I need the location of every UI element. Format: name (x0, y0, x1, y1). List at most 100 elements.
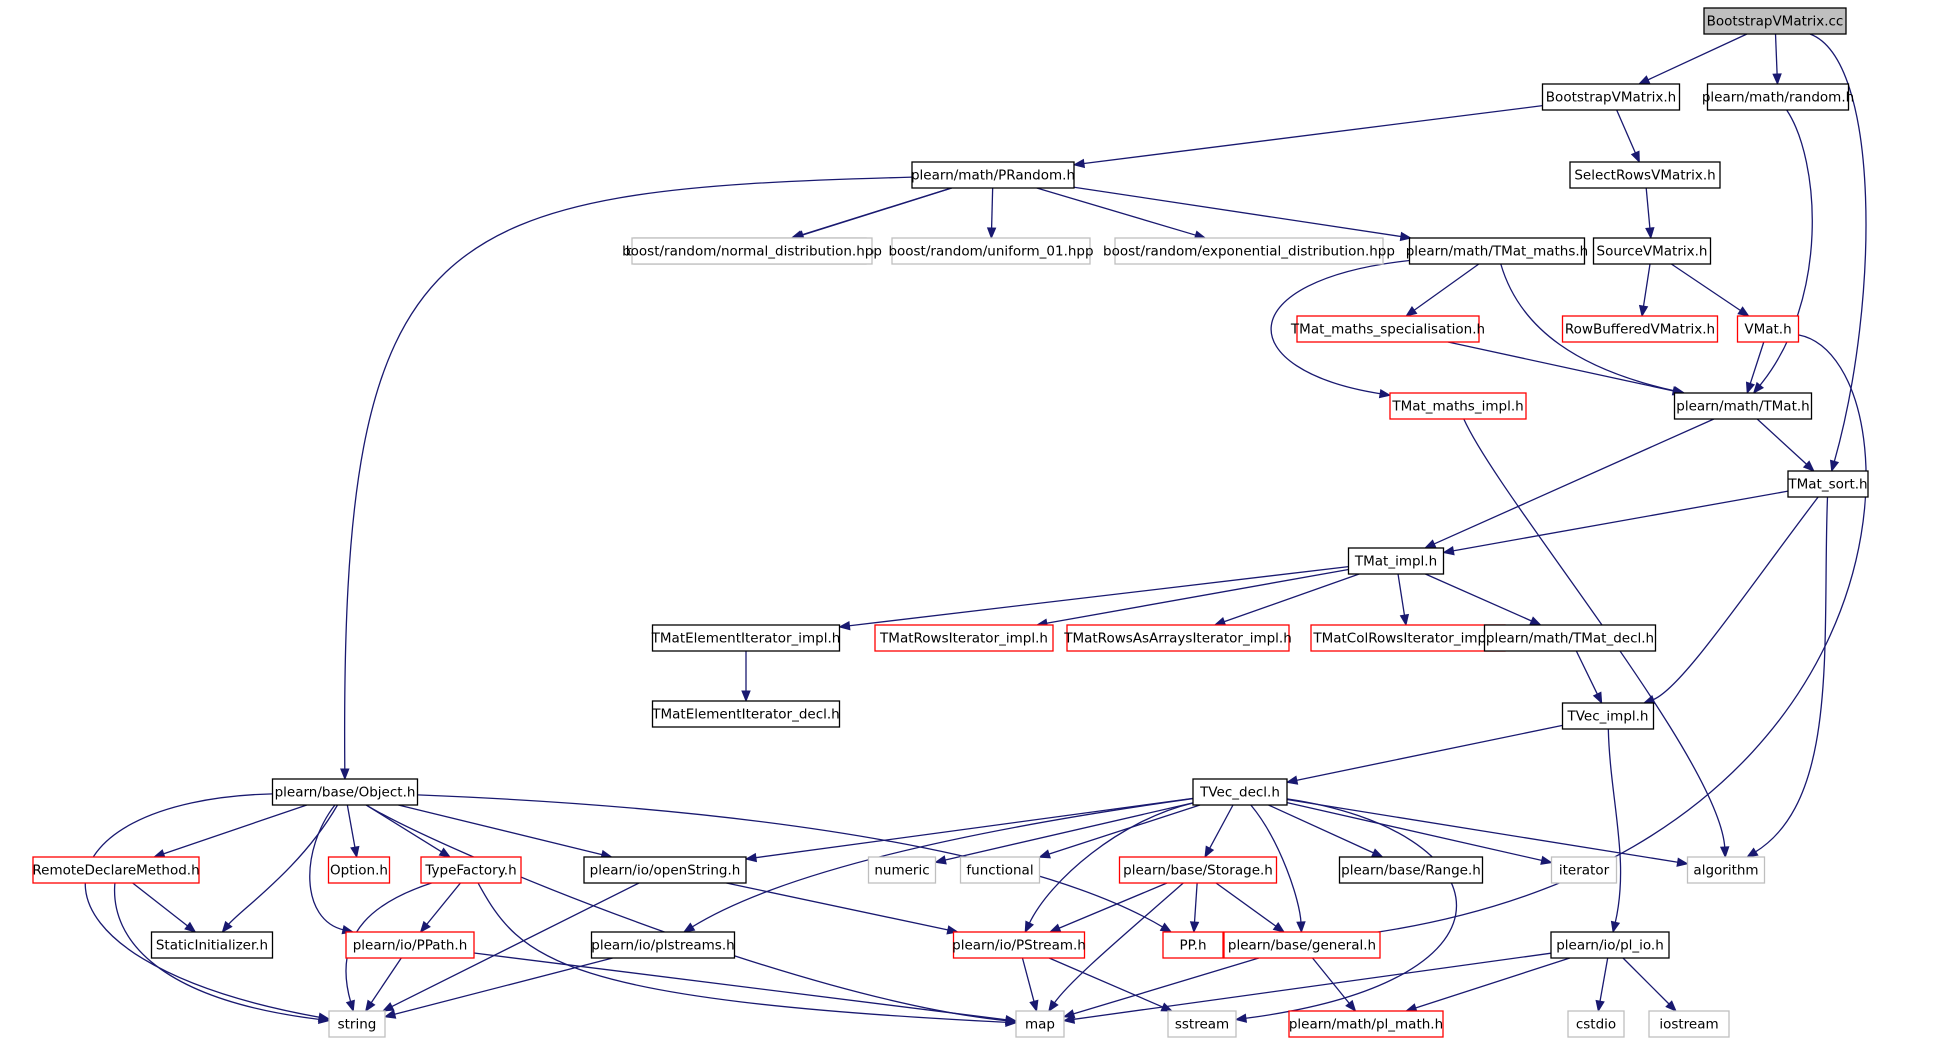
node-box (1066, 624, 1290, 652)
node-box (1673, 392, 1813, 420)
edge-arrowhead (1272, 922, 1286, 933)
node-plearn-io-ppath-h[interactable]: plearn/io/PPath.h (345, 931, 475, 959)
node-box (1408, 237, 1586, 265)
node-tmat-maths-specialisation-h[interactable]: TMat_maths_specialisation.h (1290, 315, 1485, 343)
node-plearn-io-pl-io-h[interactable]: plearn/io/pl_io.h (1550, 931, 1670, 959)
node-box (1541, 83, 1681, 111)
node-label: TMatRowsIterator_impl.h (879, 631, 1048, 647)
edge-line (1809, 33, 1867, 463)
edge-plearn-base-storage-h-to-plearn-base-general-h (1215, 882, 1286, 933)
edge-bootstrapvmatrix-h-to-plearn-math-prandom-h (1072, 105, 1543, 169)
edge-vmat-h-to-plearn-math-tmat-h (1745, 341, 1765, 395)
edge-arrowhead (1638, 304, 1649, 318)
edge-arrowhead (1529, 616, 1542, 626)
edge-arrowhead (682, 922, 696, 933)
node-box (32, 856, 200, 884)
edge-arrowhead (838, 620, 851, 631)
edge-plearn-io-pl-io-h-to-cstdio (1595, 957, 1609, 1013)
edge-plearn-base-storage-h-to-plearn-io-pstream-h (1048, 882, 1168, 933)
node-box (1114, 237, 1384, 265)
node-boost-exponential: boost/random/exponential_distribution.hp… (1103, 237, 1395, 265)
node-plearn-math-prandom-h[interactable]: plearn/math/PRandom.h (911, 161, 1075, 189)
node-bootstrapvmatrix-h[interactable]: BootstrapVMatrix.h (1541, 83, 1681, 111)
node-tmat-sort-h[interactable]: TMat_sort.h (1787, 470, 1869, 498)
edge-line (1231, 334, 1867, 945)
node-map: map (1015, 1010, 1065, 1038)
node-label: TVec_impl.h (1567, 709, 1649, 725)
node-plearn-io-plstreams-h[interactable]: plearn/io/plstreams.h (590, 931, 736, 959)
edge-line (1193, 882, 1198, 924)
edge-arrowhead (1423, 539, 1437, 549)
node-plearn-base-storage-h[interactable]: plearn/base/Storage.h (1118, 856, 1278, 884)
edge-line (1312, 957, 1351, 1005)
node-tmat-impl-h[interactable]: TMat_impl.h (1347, 547, 1445, 575)
node-sourcevmatrix-h[interactable]: SourceVMatrix.h (1592, 237, 1712, 265)
node-label: map (1025, 1017, 1055, 1033)
node-plearn-math-tmat-maths-h[interactable]: plearn/math/TMat_maths.h (1406, 237, 1589, 265)
node-string: string (328, 1010, 386, 1038)
node-tmatelementiterator-impl-h[interactable]: TMatElementIterator_impl.h (651, 624, 841, 652)
edge-line (1223, 573, 1360, 623)
node-tvec-impl-h[interactable]: TVec_impl.h (1561, 702, 1655, 730)
node-remotedeclaremethod-h[interactable]: RemoteDeclareMethod.h (32, 856, 200, 884)
node-box (271, 778, 419, 806)
node-plearn-math-tmat-decl-h[interactable]: plearn/math/TMat_decl.h (1483, 624, 1657, 652)
edge-arrowhead (986, 227, 997, 240)
node-label: TMatColRowsIterator_impl.h (1312, 631, 1502, 647)
node-tmatcolrowsiterator-impl-h[interactable]: TMatColRowsIterator_impl.h (1310, 624, 1506, 652)
node-rowbufferedvmatrix-h[interactable]: RowBufferedVMatrix.h (1561, 315, 1719, 343)
edge-line (1286, 802, 1543, 862)
node-bootstrapvmatrix-cc[interactable]: BootstrapVMatrix.cc (1703, 7, 1847, 35)
node-sstream: sstream (1167, 1010, 1237, 1038)
edge-arrowhead (1062, 1014, 1076, 1024)
node-plearn-io-openstring-h[interactable]: plearn/io/openString.h (583, 856, 747, 884)
edge-arrowhead (1540, 855, 1553, 865)
node-label: TMatRowsAsArraysIterator_impl.h (1063, 631, 1292, 647)
node-tmatrowsiterator-impl-h[interactable]: TMatRowsIterator_impl.h (874, 624, 1054, 652)
node-plearn-math-pl-math-h[interactable]: plearn/math/pl_math.h (1288, 1010, 1444, 1038)
edge-line (1756, 418, 1808, 466)
node-option-h[interactable]: Option.h (327, 856, 391, 884)
node-tmat-maths-impl-h[interactable]: TMat_maths_impl.h (1389, 392, 1527, 420)
node-plearn-base-range-h[interactable]: plearn/base/Range.h (1338, 856, 1484, 884)
edge-bootstrapvmatrix-cc-to-bootstrapvmatrix-h (1637, 33, 1748, 85)
node-tmatelementiterator-decl-h[interactable]: TMatElementIterator_decl.h (651, 700, 841, 728)
node-label: boost/random/exponential_distribution.hp… (1103, 244, 1395, 260)
node-plearn-io-pstream-h[interactable]: plearn/io/PStream.h (952, 931, 1086, 959)
edge-tmat-impl-h-to-tmatcolrowsiterator-impl-h (1397, 573, 1410, 627)
edge-arrowhead (741, 690, 751, 703)
node-tvec-decl-h[interactable]: TVec_decl.h (1192, 778, 1288, 806)
node-plearn-math-tmat-h[interactable]: plearn/math/TMat.h (1673, 392, 1813, 420)
node-plearn-base-object-h[interactable]: plearn/base/Object.h (271, 778, 419, 806)
edge-arrowhead (744, 852, 758, 863)
edge-plearn-math-tmat-decl-h-to-tvec-impl-h (1575, 650, 1603, 705)
node-plearn-base-general-h[interactable]: plearn/base/general.h (1223, 931, 1381, 959)
edge-line (1414, 957, 1571, 1009)
edge-arrowhead (383, 1009, 397, 1019)
edge-line (1754, 496, 1829, 853)
node-label: SourceVMatrix.h (1597, 244, 1708, 260)
node-staticinitializer-h[interactable]: StaticInitializer.h (150, 931, 274, 959)
edge-plearn-base-object-h-to-remotedeclaremethod-h (152, 804, 308, 859)
edge-line (365, 804, 1008, 1022)
node-pp-h[interactable]: PP.h (1162, 931, 1224, 959)
node-box (1706, 83, 1850, 111)
node-typefactory-h[interactable]: TypeFactory.h (420, 856, 522, 884)
edge-plearn-math-prandom-h-to-plearn-math-tmat-maths-h (1073, 186, 1413, 242)
node-box (651, 700, 841, 728)
node-tmatrowsasarraysiterator-impl-h[interactable]: TMatRowsAsArraysIterator_impl.h (1063, 624, 1292, 652)
node-selectrowsvmatrix-h[interactable]: SelectRowsVMatrix.h (1569, 161, 1721, 189)
edge-arrowhead (1637, 75, 1651, 85)
edge-arrowhead (1370, 848, 1384, 858)
edge-plearn-math-tmat-maths-h-to-tmat-maths-impl-h (1270, 259, 1410, 399)
edge-arrowhead (1234, 1013, 1248, 1023)
node-label: plearn/base/Storage.h (1123, 863, 1273, 879)
edge-arrowhead (1189, 921, 1200, 934)
node-label: plearn/math/pl_math.h (1289, 1017, 1443, 1033)
node-plearn-math-random-h[interactable]: plearn/math/random.h (1702, 83, 1854, 111)
edge-plearn-base-object-h-to-map (365, 804, 1018, 1026)
edge-line (1021, 957, 1035, 1003)
edge-arrowhead (1159, 922, 1173, 933)
node-vmat-h[interactable]: VMat.h (1736, 315, 1800, 343)
edge-arrowhead (381, 1002, 395, 1012)
